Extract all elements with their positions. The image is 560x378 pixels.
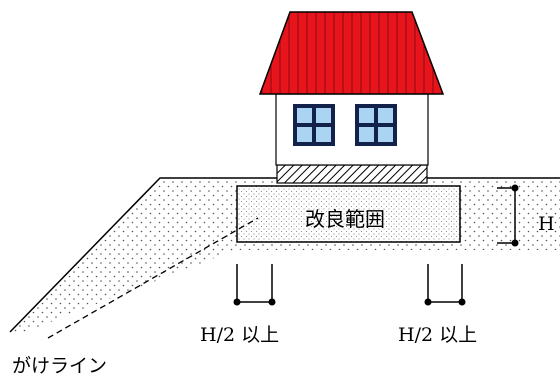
half-height-dimension-left xyxy=(233,264,276,306)
house-roof xyxy=(258,11,445,95)
half-height-label-left: H/2 以上 xyxy=(200,324,279,346)
improvement-range-label: 改良範囲 xyxy=(305,207,385,231)
window-icon xyxy=(293,104,335,146)
half-height-dimension-right xyxy=(424,264,466,306)
cliff-line-label: がけライン xyxy=(12,355,107,377)
improvement-range-box xyxy=(236,185,461,243)
half-height-label-right: H/2 以上 xyxy=(398,324,477,346)
height-label: H xyxy=(538,213,555,235)
house-wall xyxy=(275,93,429,166)
window-icon xyxy=(355,104,397,146)
foundation-slab xyxy=(276,164,428,184)
height-dimension xyxy=(497,184,519,247)
cliff-line-dashed xyxy=(47,217,259,339)
house-icon xyxy=(258,11,445,166)
